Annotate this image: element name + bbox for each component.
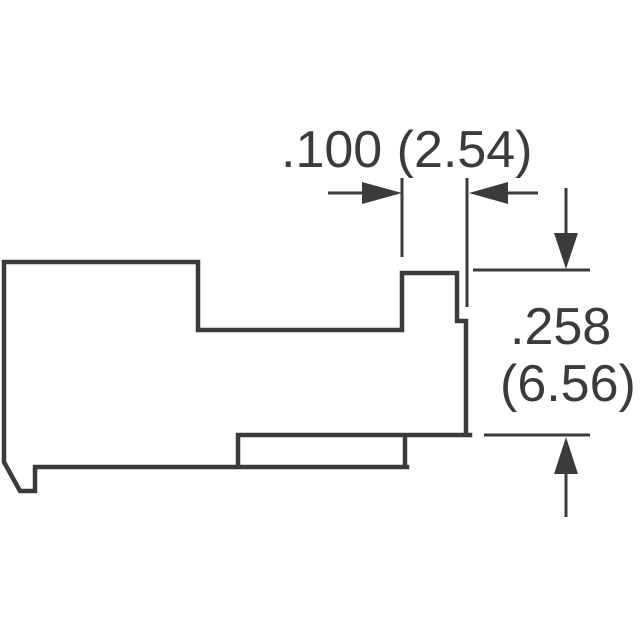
height-dimension-label-mm: (6.56) — [500, 355, 636, 413]
dim-arrowhead-left-icon — [469, 182, 508, 204]
dim-arrowhead-up-icon — [554, 437, 578, 474]
pitch-dimension-label: .100 (2.54) — [281, 121, 533, 179]
part-outline — [1, 259, 473, 494]
height-dimension-label-inches: .258 — [510, 298, 612, 356]
dim-arrowhead-right-icon — [362, 182, 402, 204]
dimension-lines — [328, 178, 590, 517]
dim-arrowhead-down-icon — [554, 233, 578, 269]
